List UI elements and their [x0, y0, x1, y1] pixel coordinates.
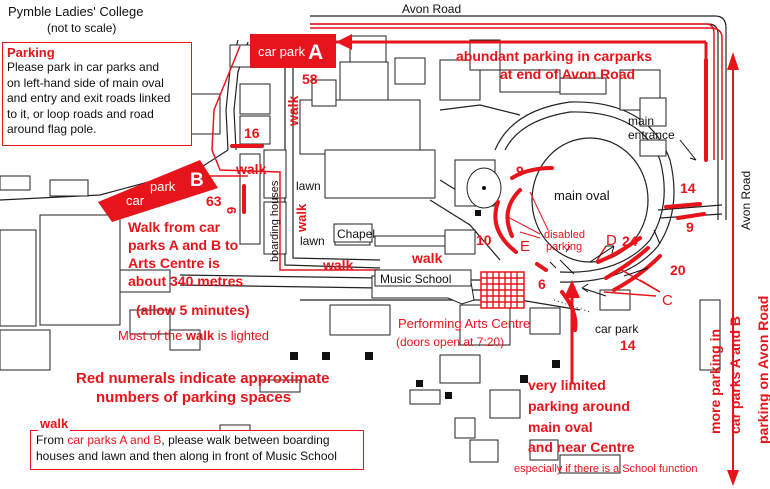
walk-box-line-1: From car parks A and B, please walk betw… [36, 433, 330, 447]
pac-label: Performing Arts Centre [398, 316, 530, 331]
arrows [336, 34, 739, 486]
parking-line: Please park in car parks and [7, 60, 160, 74]
main-oval-label: main oval [554, 188, 610, 203]
red-labels: abundant parking in carparks at end of A… [76, 48, 770, 475]
walk-from-1: Walk from car [128, 219, 221, 235]
count-20: 20 [670, 262, 686, 278]
parking-line: on left-hand side of main oval [7, 75, 164, 90]
count-58: 58 [302, 71, 318, 87]
car-park-a-label: car park [258, 44, 305, 59]
count-16: 16 [244, 125, 260, 141]
chapel-label: Chapel [337, 227, 375, 241]
limited-line-4: and near Centre [528, 439, 635, 455]
performing-arts-centre-block [480, 271, 525, 309]
allow-five-minutes: (allow 5 minutes) [136, 302, 250, 318]
red-numerals-line-2: numbers of parking spaces [96, 389, 291, 406]
boarding-houses-label: boarding houses [269, 180, 281, 262]
music-school-label: Music School [380, 272, 451, 286]
zone-d-letter: D [606, 232, 617, 249]
count-14-entrance: 14 [680, 180, 696, 196]
traffic-arrows [549, 139, 697, 297]
parking-line: and entry and exit roads linked [7, 91, 171, 105]
car-park-b-park: park [150, 179, 176, 194]
walk-music-label: walk [411, 250, 443, 266]
car-park-a-letter: A [308, 41, 323, 64]
lawn-bottom-label: lawn [300, 234, 325, 248]
count-9-entrance: 9 [686, 219, 694, 235]
school-function-note: especially if there is a School function [514, 463, 697, 475]
main-entrance-label-2: entrance [628, 128, 675, 142]
disabled-label-1: disabled [544, 229, 585, 241]
red-numerals-line-1: Red numerals indicate approximate [76, 370, 329, 387]
walk-from-2: parks A and B to [128, 237, 238, 253]
map-title: Pymble Ladies' College [8, 4, 143, 19]
limited-line-1: very limited [528, 377, 606, 393]
walk-info-box: From car parks A and B, please walk betw… [30, 430, 364, 470]
avon-road-top-label: Avon Road [402, 2, 461, 16]
more-parking-line-2: car parks A and B [727, 316, 743, 434]
abundant-line-1: abundant parking in carparks [456, 48, 652, 64]
car-park-b[interactable]: car park B [98, 160, 218, 222]
map-subtitle: (not to scale) [47, 21, 116, 35]
parking-info-box: Parking Please park in car parks and on … [2, 42, 192, 146]
disabled-label-2: parking [546, 241, 582, 253]
parking-strips [230, 58, 708, 332]
count-9-oval: 9 [516, 163, 524, 179]
parking-heading: Parking [7, 45, 55, 60]
walk-box-heading: walk [38, 416, 71, 431]
parking-on-avon-road: parking on Avon Road [755, 296, 770, 444]
avon-road-right-label: Avon Road [739, 171, 753, 230]
count-24: 24 [622, 233, 638, 249]
walk-route [196, 23, 723, 271]
car-park-b-letter: B [190, 170, 204, 191]
car-park-b-car: car [126, 193, 145, 208]
walk-bottom-label: walk [322, 257, 354, 273]
count-14-car-park: 14 [620, 337, 636, 353]
count-9-b: 9 [224, 207, 239, 214]
small-structures [290, 210, 560, 399]
disabled-pointer-lines [505, 191, 549, 239]
zone-e-letter: E [520, 238, 530, 255]
lawn-top-label: lawn [296, 179, 321, 193]
count-6: 6 [538, 276, 546, 292]
limited-line-3: main oval [528, 419, 593, 435]
lighted-note: Most of the walk is lighted [118, 328, 269, 343]
walk-horizontal-label: walk [294, 203, 309, 233]
count-63: 63 [206, 193, 222, 209]
car-park-c-letter: C [662, 292, 673, 309]
walk-side-label: walk [235, 161, 267, 177]
walk-from-3: Arts Centre is [128, 255, 220, 271]
main-entrance-label-1: main [628, 114, 654, 128]
doors-open-label: (doors open at 7:20) [396, 335, 504, 349]
abundant-line-2: at end of Avon Road [500, 66, 635, 82]
car-park-a[interactable]: car park A [250, 34, 336, 68]
car-park-c-label: car park [595, 322, 639, 336]
walk-from-4: about 340 metres [128, 273, 243, 289]
parking-line: to it, or loop roads and road [7, 106, 154, 121]
more-parking-line-1: more parking in [707, 329, 723, 434]
parking-line: around flag pole. [7, 122, 97, 136]
walk-vertical-label: walk [285, 95, 301, 127]
count-10: 10 [476, 232, 492, 248]
limited-line-2: parking around [528, 398, 630, 414]
walk-box-line-2: houses and lawn and then along in front … [36, 449, 337, 463]
